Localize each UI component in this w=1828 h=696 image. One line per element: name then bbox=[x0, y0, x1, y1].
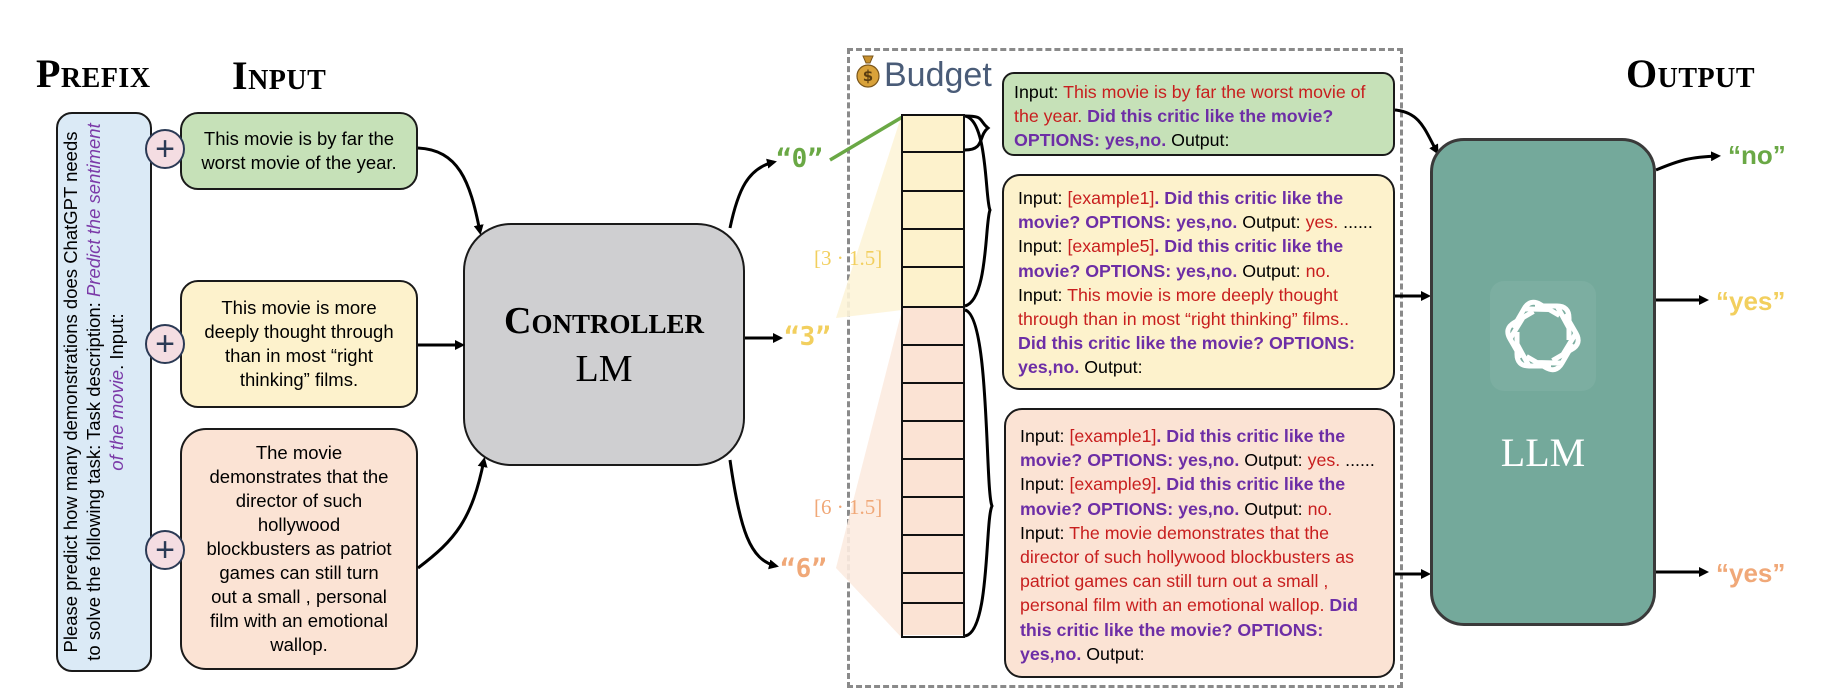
output-label-3: “yes” bbox=[1716, 558, 1786, 588]
output-label-2: “yes” bbox=[1716, 286, 1786, 316]
slot bbox=[903, 230, 963, 268]
slot bbox=[903, 384, 963, 422]
input-heading: Input bbox=[232, 53, 327, 98]
slot bbox=[903, 192, 963, 230]
prompt-box-6: Input: [example1]. Did this critic like … bbox=[1004, 408, 1395, 678]
openai-logo-icon bbox=[1490, 281, 1596, 391]
plus-icon: + bbox=[145, 324, 185, 364]
input-text-1: This movie is by far the worst movie of … bbox=[201, 128, 397, 173]
slot bbox=[903, 536, 963, 574]
demonstration-slots bbox=[901, 114, 965, 638]
slot bbox=[903, 153, 963, 192]
range-label-3: [3 · 1.5] bbox=[814, 246, 883, 270]
input-text-2: This movie is more deeply thought throug… bbox=[204, 297, 394, 390]
slot bbox=[903, 574, 963, 604]
money-bag-icon: $ bbox=[855, 52, 881, 88]
budget-frame bbox=[847, 48, 1403, 688]
controller-lm: Controller LM bbox=[463, 223, 745, 466]
input-box-2: This movie is more deeply thought throug… bbox=[180, 280, 418, 408]
budget-label: Budget bbox=[884, 56, 992, 94]
input-text-3: The movie demonstrates that the director… bbox=[206, 442, 392, 655]
controller-label-2: LM bbox=[575, 347, 633, 390]
controller-label-1: Controller bbox=[504, 299, 704, 342]
llm-block: LLM bbox=[1430, 138, 1656, 626]
prompt-box-3: Input: [example1]. Did this critic like … bbox=[1002, 174, 1395, 390]
slot bbox=[903, 268, 963, 308]
prompt-box-0: Input: This movie is by far the worst mo… bbox=[1002, 72, 1395, 156]
range-label-6: [6 · 1.5] bbox=[814, 495, 883, 519]
slot bbox=[903, 308, 963, 346]
slot bbox=[903, 460, 963, 498]
output-heading: Output bbox=[1626, 51, 1756, 96]
slot bbox=[903, 422, 963, 460]
plus-icon: + bbox=[145, 530, 185, 570]
input-box-3: The movie demonstrates that the director… bbox=[180, 428, 418, 670]
slot bbox=[903, 346, 963, 384]
prediction-0: “0” bbox=[776, 144, 823, 174]
slot bbox=[903, 604, 963, 635]
slot bbox=[903, 498, 963, 536]
slot bbox=[903, 116, 963, 153]
output-label-1: “no” bbox=[1728, 140, 1786, 170]
svg-text:$: $ bbox=[863, 67, 873, 85]
prediction-6: “6” bbox=[780, 554, 827, 584]
prediction-3: “3” bbox=[784, 322, 831, 352]
plus-icon: + bbox=[145, 129, 185, 169]
prefix-box bbox=[56, 112, 152, 672]
prefix-heading: Prefix bbox=[36, 51, 151, 96]
llm-label: LLM bbox=[1500, 430, 1586, 475]
